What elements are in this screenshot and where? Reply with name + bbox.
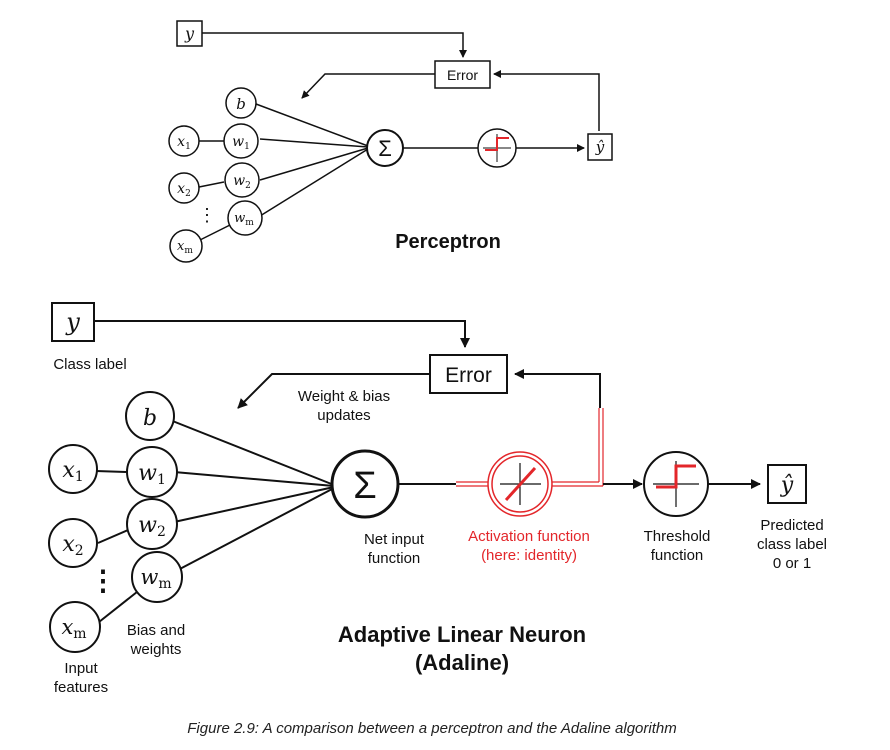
perceptron-update-arrow: [301, 73, 435, 99]
adaline-predicted-line3: 0 or 1: [773, 555, 811, 572]
adaline-threshold-node: [643, 451, 709, 517]
adaline-bias-weights-line1: Bias and: [127, 622, 185, 639]
adaline-activation-line1: Activation function: [468, 528, 590, 545]
perceptron-input-lines: [198, 103, 369, 241]
adaline-wm-label: wm: [140, 565, 171, 592]
adaline-title-line2: (Adaline): [415, 650, 509, 675]
adaline-error-label: Error: [445, 364, 492, 387]
figure-caption: Figure 2.9: A comparison between a perce…: [187, 720, 676, 737]
perceptron-x2-label: x2: [177, 181, 191, 199]
adaline-activation-line2: (here: identity): [481, 547, 577, 564]
perceptron-y-box: [176, 20, 203, 47]
adaline-sum-label: Σ: [353, 465, 377, 507]
perceptron-ellipsis: ⋮: [198, 205, 216, 225]
perceptron-error-label: Error: [447, 67, 478, 83]
adaline-activation-red-path: [456, 408, 604, 487]
adaline-yhat-label: ŷ: [780, 473, 794, 498]
perceptron-bias-label: b: [236, 95, 246, 113]
perceptron-xm-label: xm: [177, 239, 193, 256]
adaline-yhat-box: [767, 464, 807, 504]
adaline-xm-node: [49, 601, 101, 653]
adaline-predicted-line2: class label: [757, 536, 827, 553]
perceptron-y-label: y: [184, 24, 195, 43]
adaline-predicted-line1: Predicted: [760, 517, 823, 534]
adaline-w2-node: [126, 498, 178, 550]
perceptron-feedback-arrow: [493, 70, 600, 131]
adaline-y-label: y: [65, 308, 80, 336]
adaline-title-line1: Adaptive Linear Neuron: [338, 622, 586, 647]
perceptron-bias-node: [225, 87, 257, 119]
adaline-threshold-line1: Threshold: [644, 528, 711, 545]
adaline-class-label: Class label: [53, 356, 126, 373]
perceptron-xm-node: [169, 229, 203, 263]
adaline-y-box: [51, 302, 95, 342]
adaline-y-to-error-arrow: [94, 320, 470, 348]
adaline-wm-node: [131, 551, 183, 603]
adaline-activation-node: [487, 451, 553, 517]
adaline-x1-node: [48, 444, 98, 494]
adaline-feedback-arrow: [514, 369, 601, 408]
perceptron-sum-label: Σ: [378, 136, 392, 161]
perceptron-error-box: [434, 60, 491, 89]
adaline-diagram: y Class label Error Weight & bias update…: [48, 302, 827, 696]
perceptron-wm-label: wm: [234, 211, 254, 228]
adaline-xm-label: xm: [61, 615, 86, 642]
perceptron-x2-node: [168, 172, 200, 204]
adaline-w1-node: [126, 446, 178, 498]
perceptron-w1-label: w1: [232, 134, 250, 152]
perceptron-wm-node: [227, 200, 263, 236]
adaline-w1-label: w1: [138, 461, 166, 488]
perceptron-yhat-label: ŷ: [595, 138, 605, 156]
adaline-net-input-line2: function: [368, 550, 421, 567]
perceptron-w2-label: w2: [233, 173, 251, 191]
adaline-input-features-line1: Input: [64, 660, 98, 677]
adaline-update-label-line2: updates: [317, 407, 370, 424]
adaline-x1-label: x1: [62, 458, 83, 485]
perceptron-w1-node: [223, 123, 259, 159]
adaline-input-lines: [95, 419, 335, 623]
perceptron-title: Perceptron: [395, 231, 501, 253]
perceptron-x1-label: x1: [177, 134, 191, 152]
adaline-w2-label: w2: [138, 513, 166, 540]
adaline-net-input-line1: Net input: [364, 531, 425, 548]
adaline-update-arrow: [237, 373, 430, 409]
adaline-bias-node: [125, 391, 175, 441]
perceptron-w2-node: [224, 162, 260, 198]
adaline-x2-node: [48, 518, 98, 568]
adaline-bias-label: b: [143, 406, 157, 431]
adaline-threshold-line2: function: [651, 547, 704, 564]
adaline-update-label-line1: Weight & bias: [298, 388, 390, 405]
perceptron-y-to-error-arrow: [202, 32, 467, 58]
perceptron-x1-node: [168, 125, 200, 157]
adaline-x2-label: x2: [62, 532, 83, 559]
perceptron-yhat-box: [587, 133, 613, 161]
adaline-ellipsis: ⋮: [89, 565, 117, 596]
perceptron-threshold-node: [477, 128, 517, 168]
adaline-input-features-line2: features: [54, 679, 108, 696]
adaline-bias-weights-line2: weights: [130, 641, 182, 658]
perceptron-diagram: y Error b x1 w1 x2: [168, 20, 613, 263]
